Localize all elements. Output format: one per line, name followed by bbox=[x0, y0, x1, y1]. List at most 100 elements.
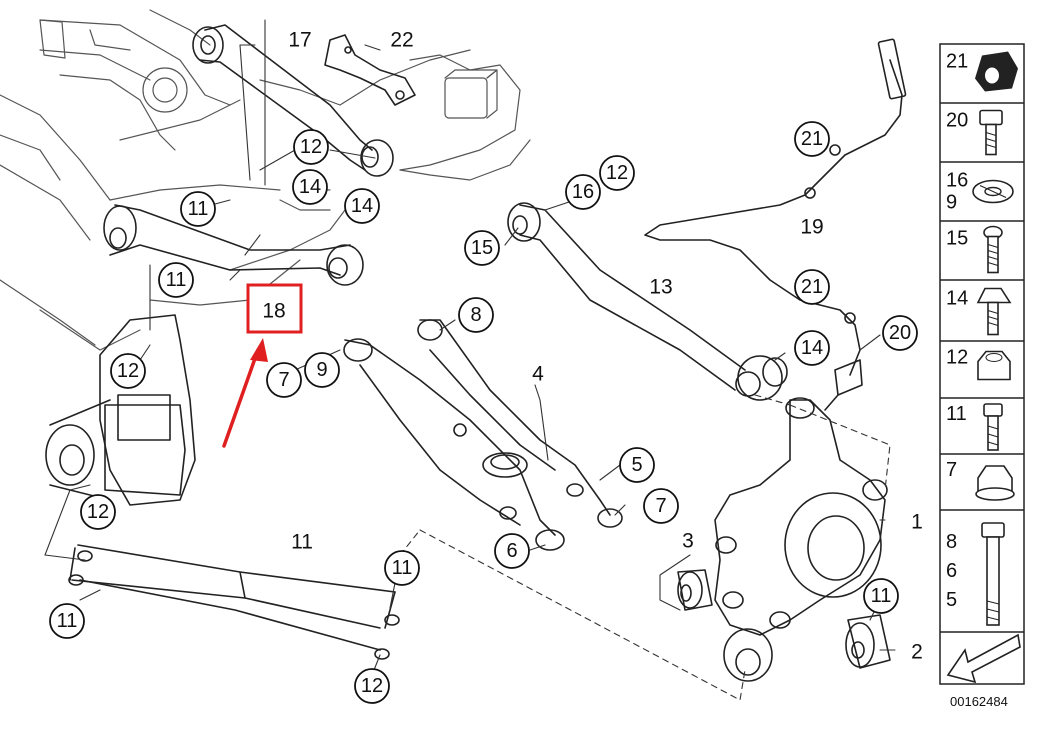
callout-label: 15 bbox=[471, 237, 493, 259]
callout-11[interactable]: 11 bbox=[180, 191, 216, 227]
label-17: 17 bbox=[288, 29, 311, 52]
legend-row[interactable]: 12 bbox=[940, 340, 1024, 381]
legend-row[interactable]: 21 bbox=[946, 51, 1018, 92]
callout-circle bbox=[158, 262, 194, 298]
callout-12[interactable]: 12 bbox=[80, 494, 116, 530]
callout-label: 9 bbox=[316, 359, 327, 381]
callout-circle bbox=[354, 668, 390, 704]
label-19: 19 bbox=[800, 216, 823, 239]
red-arrow-head-icon bbox=[250, 338, 268, 362]
callout-circle bbox=[794, 269, 830, 305]
legend-label: 6 bbox=[946, 560, 957, 582]
callout-15[interactable]: 15 bbox=[464, 230, 500, 266]
long-hex-bolt-icon bbox=[981, 522, 1005, 626]
plain-labels: 17 22 13 19 4 3 1 2 11 bbox=[288, 29, 923, 664]
trailing-arm-4 bbox=[343, 319, 623, 551]
callout-circle bbox=[292, 169, 328, 205]
callout-circle bbox=[344, 188, 380, 224]
front-direction-arrow-icon bbox=[946, 633, 1021, 684]
callout-label: 14 bbox=[299, 176, 321, 198]
callout-circle bbox=[565, 174, 601, 210]
callout-12[interactable]: 12 bbox=[599, 155, 635, 191]
callout-5[interactable]: 5 bbox=[619, 447, 655, 483]
callout-8[interactable]: 8 bbox=[458, 297, 494, 333]
legend-row[interactable]: 14 bbox=[940, 279, 1024, 336]
callout-11[interactable]: 11 bbox=[863, 578, 899, 614]
callout-circle bbox=[293, 129, 329, 165]
callout-11[interactable]: 11 bbox=[49, 603, 85, 639]
callout-circle bbox=[863, 578, 899, 614]
legend-row[interactable]: 20 bbox=[940, 102, 1024, 156]
callout-label: 21 bbox=[801, 276, 823, 298]
callout-7[interactable]: 7 bbox=[643, 488, 679, 524]
screw-icon bbox=[983, 225, 1003, 274]
callout-circle bbox=[266, 362, 302, 398]
callout-label: 12 bbox=[87, 501, 109, 523]
callout-circle bbox=[304, 352, 340, 388]
callout-6[interactable]: 6 bbox=[494, 533, 530, 569]
callout-9[interactable]: 9 bbox=[304, 352, 340, 388]
callout-label: 6 bbox=[506, 540, 517, 562]
callout-circle bbox=[599, 155, 635, 191]
legend-label: 20 bbox=[946, 110, 968, 132]
label-1: 1 bbox=[911, 511, 923, 534]
callout-label: 11 bbox=[871, 585, 892, 607]
callout-label: 11 bbox=[188, 198, 209, 220]
legend-label: 5 bbox=[946, 589, 957, 611]
legend-row[interactable]: 865 bbox=[940, 509, 1024, 626]
callout-20[interactable]: 20 bbox=[882, 315, 918, 351]
legend-label: 21 bbox=[946, 51, 968, 73]
highlight-box[interactable] bbox=[246, 283, 303, 334]
legend-row[interactable]: 7 bbox=[940, 453, 1024, 501]
callout-12[interactable]: 12 bbox=[293, 129, 329, 165]
callout-circle bbox=[180, 191, 216, 227]
legend-row[interactable]: 15 bbox=[940, 220, 1024, 274]
callout-7[interactable]: 7 bbox=[266, 362, 302, 398]
callout-label: 8 bbox=[470, 304, 481, 326]
callout-11[interactable]: 11 bbox=[158, 262, 194, 298]
label-22: 22 bbox=[390, 29, 413, 52]
callout-label: 12 bbox=[361, 675, 383, 697]
callout-label: 12 bbox=[300, 136, 322, 158]
callout-12[interactable]: 12 bbox=[110, 353, 146, 389]
callout-14[interactable]: 14 bbox=[344, 188, 380, 224]
callout-label: 14 bbox=[351, 195, 373, 217]
callout-label: 11 bbox=[166, 269, 187, 291]
callout-21[interactable]: 21 bbox=[794, 269, 830, 305]
legend-row[interactable]: 169 bbox=[940, 161, 1024, 214]
label-2: 2 bbox=[911, 641, 923, 664]
callout-14[interactable]: 14 bbox=[794, 330, 830, 366]
callout-12[interactable]: 12 bbox=[354, 668, 390, 704]
legend-label: 15 bbox=[946, 228, 968, 250]
long-bolt-icon bbox=[983, 403, 1003, 451]
legend-label: 11 bbox=[946, 403, 967, 425]
collar-nut-icon bbox=[975, 465, 1015, 501]
legend-label: 9 bbox=[946, 192, 957, 214]
legend-row[interactable]: 11 bbox=[940, 397, 1024, 451]
label-3: 3 bbox=[682, 530, 694, 553]
rubber-mount-icon bbox=[975, 51, 1018, 92]
callout-11[interactable]: 11 bbox=[384, 550, 420, 586]
hex-bolt-icon bbox=[979, 109, 1003, 156]
label-4: 4 bbox=[532, 363, 544, 386]
callout-14[interactable]: 14 bbox=[292, 169, 328, 205]
callout-label: 14 bbox=[801, 337, 823, 359]
control-arm-13 bbox=[507, 202, 788, 401]
lateral-link-10 bbox=[68, 544, 400, 660]
callout-circle bbox=[384, 550, 420, 586]
bushing-2 bbox=[845, 614, 891, 669]
callout-circle bbox=[464, 230, 500, 266]
callout-21[interactable]: 21 bbox=[794, 121, 830, 157]
callout-label: 7 bbox=[655, 495, 666, 517]
sensor-cable-19 bbox=[644, 38, 907, 411]
callout-label: 11 bbox=[392, 557, 413, 579]
callout-circle bbox=[882, 315, 918, 351]
red-arrow-shaft bbox=[222, 348, 260, 448]
part-number: 00162484 bbox=[950, 694, 1008, 709]
callout-label: 16 bbox=[572, 181, 594, 203]
callout-16[interactable]: 16 bbox=[565, 174, 601, 210]
bracket-clip-22 bbox=[324, 34, 416, 106]
